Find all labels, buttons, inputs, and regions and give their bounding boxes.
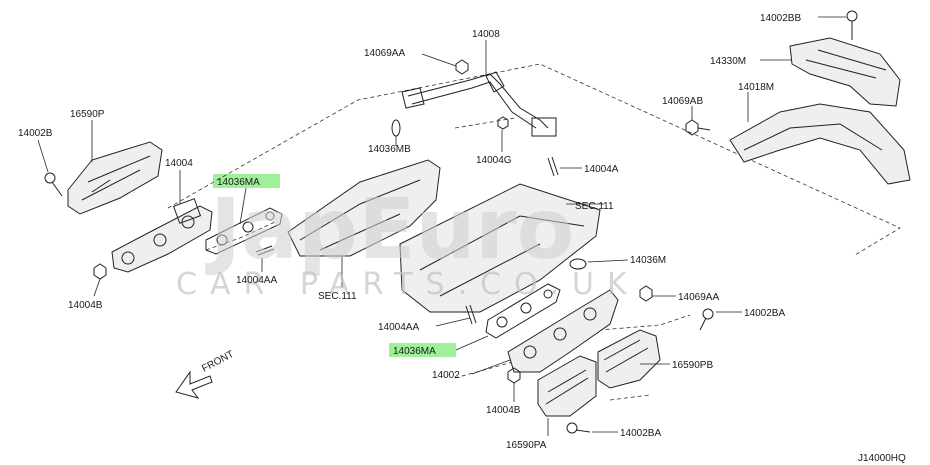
front-arrow-icon [175,370,213,399]
highlight-14036ma-left [213,174,280,188]
bracket-14018m [729,103,911,185]
highlight-14036ma-mid [389,343,456,357]
exhaust-pipe-14008 [407,73,549,129]
label-14330m: 14330M [710,56,746,67]
bracket-14018m-edge [743,123,883,151]
label-14002ba-bottom: 14002BA [620,428,661,439]
label-front: FRONT [200,349,236,375]
leader-lines [37,16,846,436]
label-16590p: 16590P [70,109,105,120]
bolt-14069aa-right-icon [639,285,653,302]
bolt-14002bb-icon [846,10,858,40]
label-14036ma-left: 14036MA [217,177,260,188]
label-14004b-left: 14004B [68,300,103,311]
gasket-hole-mid-1 [496,316,508,328]
heat-shield-14330m-ribs [805,49,887,79]
cylinder-head-right-detail [419,215,585,297]
label-14004aa-mid: 14004AA [378,322,419,333]
diagram-code: J14000HQ [858,453,906,464]
manifold-port-right-2 [553,327,567,341]
label-14036ma-mid: 14036MA [393,346,436,357]
bolt-14069aa-top-icon [455,59,469,75]
gasket-14036m [569,258,587,270]
manifold-port-left-2 [153,233,167,247]
label-sec111-right: SEC.111 [575,201,614,212]
gasket-hole-mid-3 [543,289,553,299]
exhaust-manifold-left [111,205,213,273]
manifold-port-left-1 [121,251,135,265]
bolt-14002ba-bottom-icon [566,422,591,434]
stud-14004aa-left-icon [255,245,275,256]
label-14002: 14002 [432,370,460,381]
nut-14004b-left-icon [93,263,107,280]
cylinder-head-right [399,183,601,313]
label-14018m: 14018M [738,82,774,93]
gasket-hole-left-2 [242,221,254,233]
label-14036mb: 14036MB [368,144,411,155]
label-14069aa-top: 14069AA [364,48,405,59]
label-14008: 14008 [472,29,500,40]
label-14004: 14004 [165,158,193,169]
label-sec111-left: SEC.111 [318,291,357,302]
gasket-14036ma-mid [485,283,561,339]
label-14002ba-right: 14002BA [744,308,785,319]
manifold-port-right-1 [523,345,537,359]
nut-14004g-icon [497,116,509,130]
gasket-hole-left-1 [216,234,228,246]
pipe-bellows [485,71,505,93]
label-14004aa-left: 14004AA [236,275,277,286]
label-14069ab: 14069AB [662,96,703,107]
label-14069aa-right: 14069AA [678,292,719,303]
exhaust-pipe-14008-edge [411,81,537,129]
cylinder-head-left-detail [299,179,421,251]
bolt-14002ba-right-icon [699,308,714,331]
label-14004a: 14004A [584,164,619,175]
nut-14004b-mid-icon [507,367,521,384]
cylinder-head-left [287,159,441,257]
label-14036m: 14036M [630,255,666,266]
manifold-flange-14004 [172,198,202,224]
pipe-flange-right [531,117,557,137]
heat-shield-ribs-left [81,155,151,201]
label-16590pa: 16590PA [506,440,547,451]
bolt-14002b-icon [44,172,63,197]
label-14002b: 14002B [18,128,53,139]
manifold-port-right-3 [583,307,597,321]
label-14004g: 14004G [476,155,512,166]
watermark-subtitle: CAR PARTS.CO.UK [176,267,640,302]
gasket-14036ma-left [205,207,283,255]
label-14004b-mid: 14004B [486,405,521,416]
watermark-brand: JapEuro [205,180,574,278]
gasket-hole-left-3 [265,211,275,221]
heat-shield-14330m [789,37,901,107]
label-16590pb: 16590PB [672,360,713,371]
heat-shield-16590pa [537,355,597,417]
heat-shield-ribs-pa [545,369,589,405]
gasket-14036mb [391,119,401,137]
heat-shield-ribs-pb [603,339,649,373]
label-14002bb: 14002BB [760,13,801,24]
bolt-14069ab-icon [685,119,711,136]
pipe-flange-left [401,87,425,109]
stud-14004a-icon [547,156,559,177]
stud-14004aa-mid-icon [465,304,477,325]
gasket-hole-mid-2 [520,302,532,314]
heat-shield-16590p [67,141,163,215]
